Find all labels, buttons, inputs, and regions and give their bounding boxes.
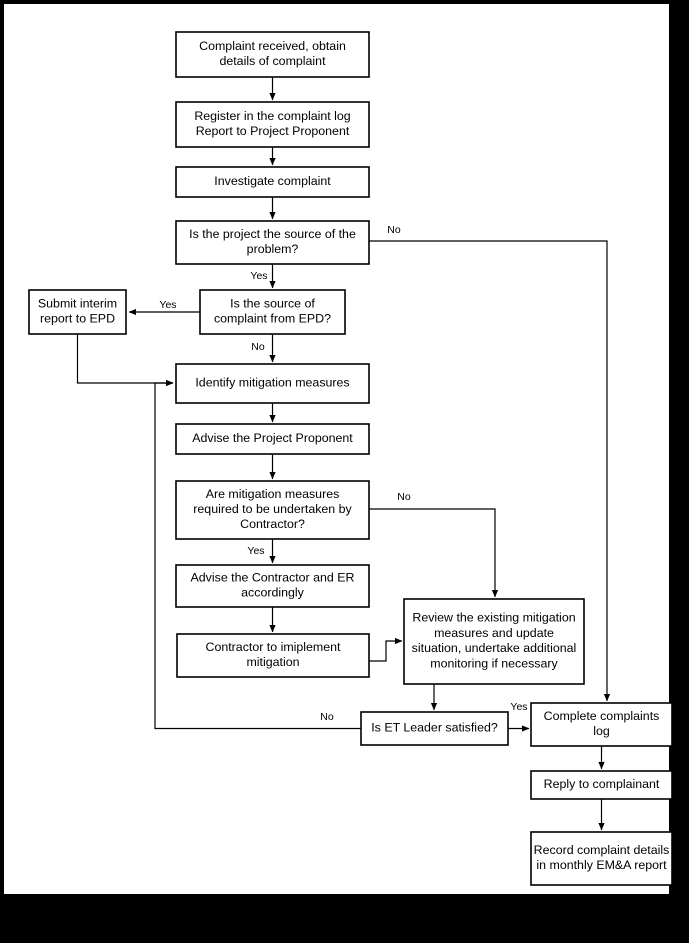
flow-node-box [175,480,370,540]
flow-node-box [28,289,127,335]
flow-node-box [530,831,673,886]
flow-node-box [175,363,370,404]
edge-label: Yes [250,270,267,282]
flow-node-box [175,101,370,148]
edge-label: No [251,341,265,353]
edge-label: Yes [159,299,176,311]
flow-node[interactable]: Investigate complaint [175,166,370,198]
flow-node-label: Reply to complainant [544,777,660,791]
flow-node[interactable]: Advise the Project Proponent [175,423,370,455]
flow-node-box [175,423,370,455]
flow-node[interactable]: Reply to complainant [530,770,673,800]
edge-label: No [387,224,401,236]
flow-node-label: Advise the Project Proponent [192,431,353,445]
edge-n13-no-to-identify-mitigation [154,379,361,730]
flow-node-box [530,770,673,800]
flow-node-label: Identify mitigation measures [195,376,349,390]
edge-n5-to-identify-mitigation [76,334,174,387]
edge-label: Yes [247,545,264,557]
edge-label: No [397,491,411,503]
edge-layer [76,77,611,831]
flow-node-box [360,711,509,746]
flow-node-label: Is ET Leader satisfied? [371,721,498,735]
flow-node-box [403,598,585,685]
flow-node-box [175,220,370,265]
flow-node-label: Investigate complaint [214,174,331,188]
flow-node-box [176,633,370,678]
flow-node[interactable]: Is ET Leader satisfied? [360,711,509,746]
flow-node-box [175,166,370,198]
edge-n11-to-review [369,637,403,662]
flow-node-box [199,289,346,335]
edge-label: Yes [510,701,527,713]
edge-label: No [320,711,334,723]
flow-node[interactable]: Identify mitigation measures [175,363,370,404]
edge-n4-no-to-complete-log [369,240,611,702]
flow-node-box [175,31,370,78]
flow-node-box [175,564,370,608]
edge-n9-no-to-review [369,508,499,598]
flow-node-box [530,702,673,747]
